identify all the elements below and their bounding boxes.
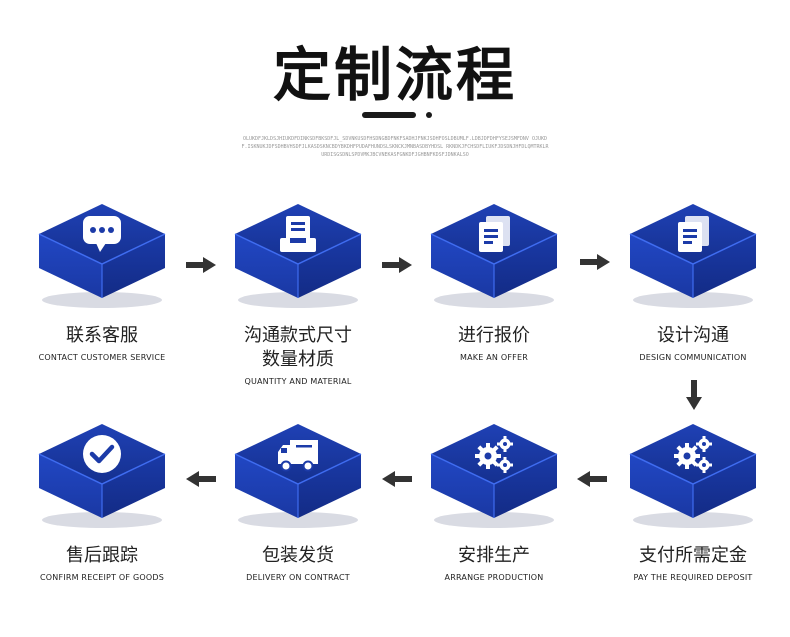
gears-icon [671, 432, 715, 476]
step-5-title: 支付所需定金 [639, 545, 747, 566]
decorative-subtext: OLUKDFJKLDSJHIUKDFDINKSDFBKSDFJL_SDVNKUS… [241, 136, 549, 158]
title-underline-dot [426, 112, 432, 118]
step-3-subtitle: MAKE AN OFFER [460, 353, 528, 362]
step-4-design-communication: 设计沟通 DESIGN COMMUNICATION [613, 200, 773, 364]
step-1-subtitle: CONTACT CUSTOMER SERVICE [38, 353, 166, 362]
step-3-make-offer: 进行报价 MAKE AN OFFER [414, 200, 574, 364]
arrow-left-icon [186, 471, 216, 487]
arrow-right-icon [186, 257, 216, 273]
arrow-right-icon [382, 257, 412, 273]
arrow-left-icon [382, 471, 412, 487]
step-1-contact-service: 联系客服 CONTACT CUSTOMER SERVICE [22, 200, 182, 364]
step-2-communicate-specs: 沟通款式尺寸 数量材质 QUANTITY AND MATERIAL [218, 200, 378, 388]
step-6-arrange-production: 安排生产 ARRANGE PRODUCTION [414, 420, 574, 584]
step-6-subtitle: ARRANGE PRODUCTION [444, 573, 544, 582]
document-icon [472, 212, 516, 256]
arrow-right-icon [580, 254, 610, 270]
step-8-title: 售后跟踪 [66, 545, 138, 566]
arrow-down-icon [686, 380, 702, 410]
step-5-subtitle: PAY THE REQUIRED DEPOSIT [633, 573, 753, 582]
gears-icon [472, 432, 516, 476]
document-icon [671, 212, 715, 256]
step-2-subtitle: QUANTITY AND MATERIAL [244, 377, 352, 386]
step-3-title: 进行报价 [458, 325, 530, 346]
step-7-packing-shipping: 包装发货 DELIVERY ON CONTRACT [218, 420, 378, 584]
title-underline [362, 112, 416, 118]
check-circle-icon [80, 432, 124, 476]
step-7-title: 包装发货 [262, 545, 334, 566]
step-2-title-line2: 数量材质 [262, 349, 334, 370]
step-2-title: 沟通款式尺寸 数量材质 [218, 324, 378, 372]
page-title: 定制流程 [272, 41, 517, 109]
step-4-title: 设计沟通 [657, 325, 729, 346]
arrow-left-icon [577, 471, 607, 487]
truck-icon [276, 432, 320, 476]
step-8-subtitle: CONFIRM RECEIPT OF GOODS [40, 573, 164, 582]
step-6-title: 安排生产 [458, 545, 530, 566]
inbox-icon [276, 212, 320, 256]
step-5-pay-deposit: 支付所需定金 PAY THE REQUIRED DEPOSIT [613, 420, 773, 584]
step-2-title-line1: 沟通款式尺寸 [244, 325, 352, 346]
step-7-subtitle: DELIVERY ON CONTRACT [246, 573, 350, 582]
step-8-after-sales: 售后跟踪 CONFIRM RECEIPT OF GOODS [22, 420, 182, 584]
chat-icon [80, 212, 124, 256]
step-4-subtitle: DESIGN COMMUNICATION [639, 353, 747, 362]
step-1-title: 联系客服 [66, 325, 138, 346]
